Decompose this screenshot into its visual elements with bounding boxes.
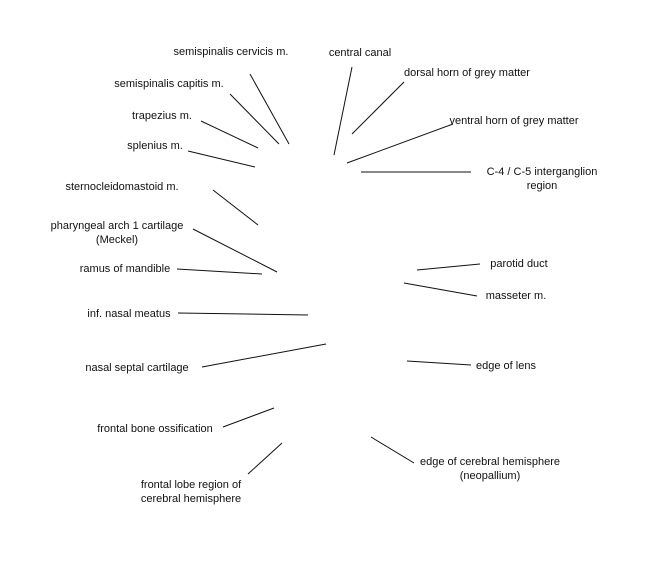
frontal-lobe-region-leader-line [247,442,283,475]
edge-cerebral-hemisphere-label-line: edge of cerebral hemisphere [420,456,560,468]
frontal-lobe-region-label: frontal lobe region of cerebral hemispher… [141,479,242,505]
edge-of-lens-leader-line [406,360,472,366]
intergang-region-label-line: region [527,180,558,192]
trapezius-label-line: trapezius m. [132,110,192,122]
nasal-septal-cartilage-label-line: nasal septal cartilage [85,362,188,374]
semispinalis-cervicis-leader-line [249,73,290,145]
edge-cerebral-hemisphere-label: edge of cerebral hemisphere (neopallium) [420,456,560,482]
pharyngeal-arch-1-label: pharyngeal arch 1 cartilage (Meckel) [51,220,184,246]
ramus-of-mandible-label-line: ramus of mandible [80,263,171,275]
splenius-label-line: splenius m. [127,140,183,152]
frontal-bone-ossification-leader-line [222,407,275,428]
edge-of-lens-label: edge of lens [476,360,536,372]
dorsal-horn-label: dorsal horn of grey matter [404,67,530,79]
parotid-duct-leader-line [416,263,481,271]
edge-cerebral-hemisphere-leader-line [370,436,415,464]
nasal-septal-cartilage-leader-line [201,343,327,368]
parotid-duct-label-line: parotid duct [490,258,547,270]
nasal-septal-cartilage-label: nasal septal cartilage [85,362,188,374]
masseter-label-line: masseter m. [486,290,547,302]
dorsal-horn-label-line: dorsal horn of grey matter [404,67,530,79]
masseter-leader-line [403,282,478,297]
intergang-region-label-line: C-4 / C-5 interganglion [487,166,598,178]
inf-nasal-meatus-leader-line [177,312,309,316]
pharyngeal-arch-1-label-line: pharyngeal arch 1 cartilage [51,220,184,232]
semispinalis-cervicis-label: semispinalis cervicis m. [174,46,289,58]
central-canal-label: central canal [329,47,391,59]
pharyngeal-arch-1-label-line: (Meckel) [96,234,138,246]
central-canal-leader-line [333,66,353,156]
trapezius-label: trapezius m. [132,110,192,122]
ramus-of-mandible-leader-line [176,268,263,275]
parotid-duct-label: parotid duct [490,258,547,270]
edge-of-lens-label-line: edge of lens [476,360,536,372]
semispinalis-capitis-label-line: semispinalis capitis m. [114,78,223,90]
sternocleidomastoid-leader-line [212,189,259,226]
sternocleidomastoid-label: sternocleidomastoid m. [65,181,178,193]
semispinalis-capitis-label: semispinalis capitis m. [114,78,223,90]
trapezius-leader-line [200,120,259,149]
frontal-bone-ossification-label: frontal bone ossification [97,423,213,435]
inf-nasal-meatus-label-line: inf. nasal meatus [87,308,171,320]
frontal-bone-ossification-label-line: frontal bone ossification [97,423,213,435]
masseter-label: masseter m. [486,290,547,302]
ventral-horn-label: ventral horn of grey matter [449,115,578,127]
sternocleidomastoid-label-line: sternocleidomastoid m. [65,181,178,193]
intergang-region-label: C-4 / C-5 interganglion region [487,166,598,192]
splenius-leader-line [187,150,256,168]
splenius-label: splenius m. [127,140,183,152]
inf-nasal-meatus-label: inf. nasal meatus [87,308,171,320]
ventral-horn-leader-line [346,123,454,164]
central-canal-label-line: central canal [329,47,391,59]
frontal-lobe-region-label-line: frontal lobe region of [141,479,242,491]
pharyngeal-arch-1-leader-line [192,228,278,273]
frontal-lobe-region-label-line: cerebral hemisphere [141,493,241,505]
ramus-of-mandible-label: ramus of mandible [80,263,171,275]
ventral-horn-label-line: ventral horn of grey matter [449,115,578,127]
dorsal-horn-leader-line [351,81,405,135]
semispinalis-capitis-leader-line [229,93,280,145]
semispinalis-cervicis-label-line: semispinalis cervicis m. [174,46,289,58]
edge-cerebral-hemisphere-label-line: (neopallium) [460,470,521,482]
